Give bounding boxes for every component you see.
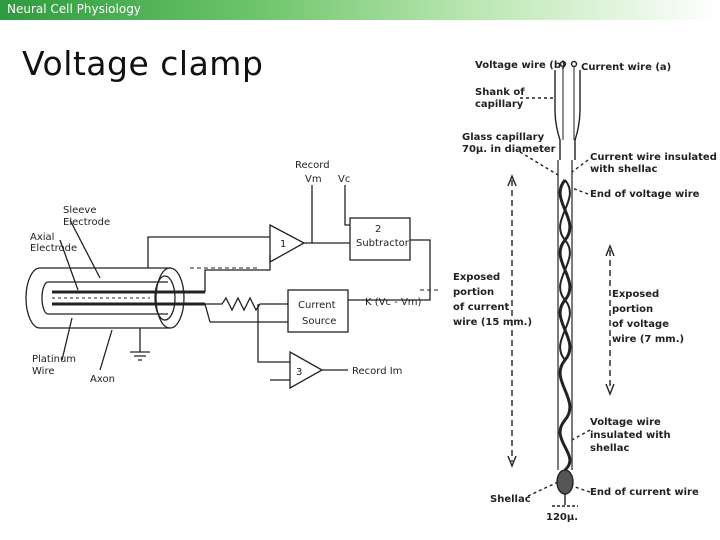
subtractor-box: [349, 217, 411, 261]
helix-wire: [558, 179, 572, 472]
vw-insulated-label-3: shellac: [590, 443, 629, 454]
exposed-voltage-label-1: Exposed: [612, 289, 659, 300]
tip-size-label: 120μ.: [546, 512, 578, 523]
current-wire-label: Current wire (a): [581, 62, 671, 73]
header-bar: Neural Cell Physiology: [0, 0, 720, 20]
exposed-current-label-1: Exposed: [453, 272, 500, 283]
exposed-current-label-4: wire (15 mm.): [453, 317, 532, 328]
end-voltage-label: End of voltage wire: [590, 189, 700, 200]
cw-insulated-label-1: Current wire insulated: [590, 152, 717, 163]
voltage-wire-label: Voltage wire (b): [475, 60, 566, 71]
sleeve-label-1: Sleeve: [63, 205, 97, 216]
vw-insulated-label-2: insulated with: [590, 430, 671, 441]
exposed-current-label-2: portion: [453, 287, 494, 298]
exposed-voltage-label-4: wire (7 mm.): [612, 334, 684, 345]
record-label: Record: [295, 160, 330, 171]
end-current-label: End of current wire: [590, 487, 699, 498]
exposed-voltage-label-2: portion: [612, 304, 653, 315]
sleeve-label-2: Electrode: [63, 217, 110, 228]
amp-3-label: 3: [296, 367, 302, 378]
vc-label: Vc: [338, 174, 350, 185]
record-im-label: Record Im: [352, 366, 402, 377]
current-source-label-2: Source: [302, 316, 336, 327]
course-title: Neural Cell Physiology: [7, 2, 141, 16]
glass-label-1: Glass capillary: [462, 132, 545, 143]
shank-label-2: capillary: [475, 99, 524, 110]
axial-label-2: Electrode: [30, 243, 77, 254]
subtractor-label: Subtractor: [356, 238, 410, 249]
amp-3-shape: [289, 350, 324, 390]
cw-insulated-label-2: with shellac: [590, 164, 658, 175]
slide-title: Voltage clamp: [22, 44, 264, 83]
subtractor-number: 2: [375, 224, 381, 235]
glass-label-2: 70μ. in diameter: [462, 144, 556, 155]
vw-insulated-label-1: Voltage wire: [590, 417, 661, 428]
exposed-voltage-label-3: of voltage: [612, 319, 669, 330]
current-source-label-1: Current: [298, 300, 336, 311]
amp-1-shape: [269, 223, 306, 264]
shank-label-1: Shank of: [475, 87, 525, 98]
vm-label: Vm: [305, 174, 322, 185]
shellac-label: Shellac: [490, 494, 531, 505]
k-expression: K (Vc - Vm): [365, 297, 422, 308]
amp-1-label: 1: [280, 239, 286, 250]
platinum-label-2: Wire: [32, 366, 55, 377]
platinum-label-1: Platinum: [32, 354, 76, 365]
current-source-box: [287, 289, 349, 333]
axial-label-1: Axial: [30, 232, 54, 243]
exposed-current-label-3: of current: [453, 302, 510, 313]
axon-label: Axon: [90, 374, 115, 385]
